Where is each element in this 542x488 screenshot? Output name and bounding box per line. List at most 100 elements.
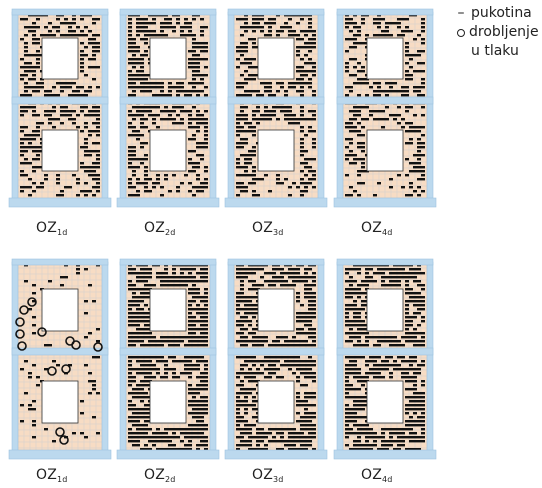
crack-mark [200, 360, 204, 363]
crack-mark [188, 122, 192, 125]
crack-mark [40, 34, 44, 37]
crack-mark [284, 440, 288, 443]
crack-mark [196, 432, 200, 435]
crack-mark [88, 30, 92, 33]
crack-mark [413, 376, 417, 379]
crack-mark [96, 178, 100, 181]
crack-mark [140, 66, 144, 69]
crack-mark [164, 432, 168, 435]
window-opening [366, 37, 404, 80]
crack-mark [240, 364, 244, 367]
crack-mark [96, 328, 100, 331]
crack-mark [252, 26, 256, 29]
crack-mark [24, 360, 28, 363]
crack-mark [204, 130, 208, 133]
crack-mark [240, 428, 244, 431]
crack-mark [192, 308, 196, 311]
crack-mark [24, 174, 28, 177]
crack-mark [148, 336, 152, 339]
crack-mark [417, 324, 421, 327]
crack-mark [304, 62, 308, 65]
crack-mark [357, 34, 361, 37]
crack-mark [196, 416, 200, 419]
crack-mark [357, 284, 361, 287]
crack-mark [357, 106, 361, 109]
crack-mark [188, 34, 192, 37]
crack-mark [240, 392, 244, 395]
crack-mark [296, 356, 300, 359]
crack-mark [353, 130, 357, 133]
crack-mark [148, 360, 152, 363]
crack-mark [300, 384, 304, 387]
crack-mark [308, 312, 312, 315]
crack-mark [381, 34, 385, 37]
crack-mark [377, 268, 381, 271]
crack-mark [284, 336, 288, 339]
crack-mark [84, 114, 88, 117]
crack-mark [36, 146, 40, 149]
crack-mark [252, 154, 256, 157]
crack-mark [409, 138, 413, 141]
crack-mark [244, 114, 248, 117]
crack-mark [144, 174, 148, 177]
crack-mark [128, 312, 132, 315]
crack-mark [132, 62, 136, 65]
crack-mark [421, 142, 425, 145]
crack-mark [296, 432, 300, 435]
crack-mark [196, 336, 200, 339]
crack-mark [96, 340, 100, 343]
crack-mark [252, 166, 256, 169]
crack-mark [308, 42, 312, 45]
crack-mark [188, 308, 192, 311]
crack-mark [244, 78, 248, 81]
crack-mark [357, 320, 361, 323]
crack-mark [140, 388, 144, 391]
crack-mark [353, 126, 357, 129]
crack-mark [144, 356, 148, 359]
crack-mark [140, 162, 144, 165]
crack-mark [24, 26, 28, 29]
crack-mark [204, 94, 208, 97]
crack-mark [357, 344, 361, 347]
crack-mark [84, 268, 88, 271]
crack-mark [244, 328, 248, 331]
crack-mark [345, 194, 349, 197]
crack-mark [345, 154, 349, 157]
crack-mark [304, 174, 308, 177]
crack-mark [264, 376, 268, 379]
crack-mark [144, 344, 148, 347]
crack-mark [128, 70, 132, 73]
crack-mark [144, 424, 148, 427]
crack-mark [393, 428, 397, 431]
crack-mark [192, 166, 196, 169]
crack-mark [413, 190, 417, 193]
crack-mark [312, 66, 316, 69]
crack-mark [200, 372, 204, 375]
crack-mark [180, 90, 184, 93]
crack-mark [349, 58, 353, 61]
crack-mark [144, 190, 148, 193]
crack-mark [304, 360, 308, 363]
crack-mark [144, 30, 148, 33]
crack-mark [385, 360, 389, 363]
crack-mark [300, 146, 304, 149]
crack-mark [200, 340, 204, 343]
crack-mark [252, 424, 256, 427]
crack-mark [20, 368, 24, 371]
crack-mark [421, 50, 425, 53]
crack-mark [20, 420, 24, 423]
crack-mark [200, 308, 204, 311]
crack-mark [405, 316, 409, 319]
crack-mark [188, 404, 192, 407]
crack-mark [284, 94, 288, 97]
crack-mark [377, 364, 381, 367]
crack-mark [20, 74, 24, 77]
crack-mark [409, 74, 413, 77]
crack-mark [128, 344, 132, 347]
crack-mark [132, 304, 136, 307]
crack-mark [176, 428, 180, 431]
crack-mark [389, 178, 393, 181]
crack-mark [136, 296, 140, 299]
crack-mark [353, 304, 357, 307]
crack-mark [421, 316, 425, 319]
